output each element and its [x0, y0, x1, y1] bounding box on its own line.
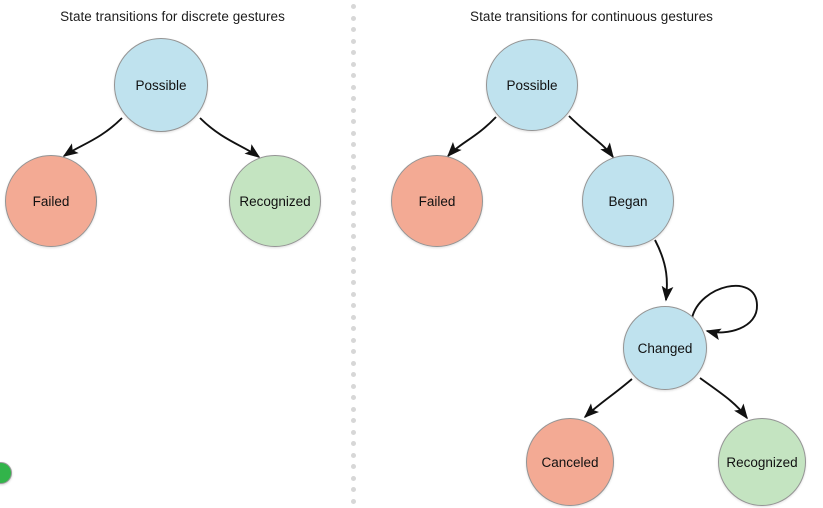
- divider-dot: [351, 142, 356, 147]
- panel-title-continuous: State transitions for continuous gesture…: [470, 9, 713, 24]
- divider-dot: [351, 487, 356, 492]
- divider-dot: [351, 27, 356, 32]
- state-node-recognized-continuous[interactable]: Recognized: [718, 418, 806, 506]
- state-node-label: Recognized: [239, 193, 311, 209]
- divider-dot: [351, 211, 356, 216]
- state-node-label: Failed: [418, 193, 456, 209]
- state-node-label: Changed: [637, 340, 693, 356]
- edge-changed-to-recognized: [699, 377, 748, 420]
- state-node-label: Failed: [32, 193, 70, 209]
- divider-dot: [351, 130, 356, 136]
- divider-dot: [351, 326, 356, 331]
- divider-dot: [351, 4, 356, 9]
- divider-dot: [351, 349, 356, 354]
- edge-possible-to-failed: [62, 117, 123, 157]
- divider-dot: [351, 280, 356, 285]
- edge-changed-to-canceled: [583, 378, 633, 419]
- divider-dot: [351, 383, 356, 389]
- divider-dot: [351, 314, 356, 320]
- divider-dot: [351, 84, 356, 90]
- divider-dot: [351, 15, 356, 21]
- state-node-failed-discrete[interactable]: Failed: [5, 155, 97, 247]
- divider-dot: [351, 38, 356, 44]
- state-node-label: Possible: [506, 77, 558, 93]
- divider-dot: [351, 73, 356, 78]
- divider-dot: [351, 464, 356, 469]
- divider-dot: [351, 268, 356, 274]
- divider-dot: [351, 188, 356, 193]
- edge-group-discrete: [62, 117, 261, 158]
- divider-dot: [351, 257, 356, 262]
- state-node-failed-continuous[interactable]: Failed: [391, 155, 483, 247]
- divider-dot: [351, 475, 356, 481]
- divider-dot: [351, 96, 356, 101]
- state-node-canceled[interactable]: Canceled: [526, 418, 614, 506]
- divider-dot: [351, 291, 356, 297]
- divider-dot: [351, 199, 356, 205]
- state-node-changed[interactable]: Changed: [623, 306, 707, 390]
- divider-dot: [351, 234, 356, 239]
- divider-dot: [351, 395, 356, 400]
- divider-dot: [351, 303, 356, 308]
- divider-dot: [351, 372, 356, 377]
- divider-dot: [351, 498, 356, 504]
- divider-dot: [351, 429, 356, 435]
- edge-possible-to-began: [568, 115, 614, 159]
- divider-dot: [351, 452, 356, 458]
- panel-divider: [351, 0, 358, 508]
- divider-dot: [351, 119, 356, 124]
- divider-dot: [351, 165, 356, 170]
- state-node-label: Canceled: [541, 454, 599, 470]
- divider-dot: [351, 406, 356, 412]
- state-node-possible-continuous[interactable]: Possible: [486, 39, 578, 131]
- divider-dot: [351, 222, 356, 228]
- divider-dot: [351, 50, 356, 55]
- divider-dot: [351, 360, 356, 366]
- divider-dot: [351, 176, 356, 182]
- state-node-recognized-discrete[interactable]: Recognized: [229, 155, 321, 247]
- divider-dot: [351, 153, 356, 159]
- state-node-began[interactable]: Began: [582, 155, 674, 247]
- divider-dot: [351, 418, 356, 423]
- edge-changed-self-loop: [691, 284, 758, 341]
- state-node-label: Possible: [135, 77, 187, 93]
- edge-possible-to-recognized: [199, 117, 261, 158]
- state-node-possible-discrete[interactable]: Possible: [114, 38, 208, 132]
- divider-dot: [351, 61, 356, 67]
- divider-dot: [351, 245, 356, 251]
- state-node-label: Recognized: [726, 454, 798, 470]
- edge-group-continuous: [446, 115, 758, 420]
- divider-dot: [351, 337, 356, 343]
- edge-began-to-changed: [654, 239, 674, 302]
- panel-title-discrete: State transitions for discrete gestures: [60, 9, 285, 24]
- divider-dot: [351, 107, 356, 113]
- edge-possible-to-failed-2: [446, 116, 497, 158]
- divider-dot: [351, 441, 356, 446]
- state-node-label: Began: [608, 193, 648, 209]
